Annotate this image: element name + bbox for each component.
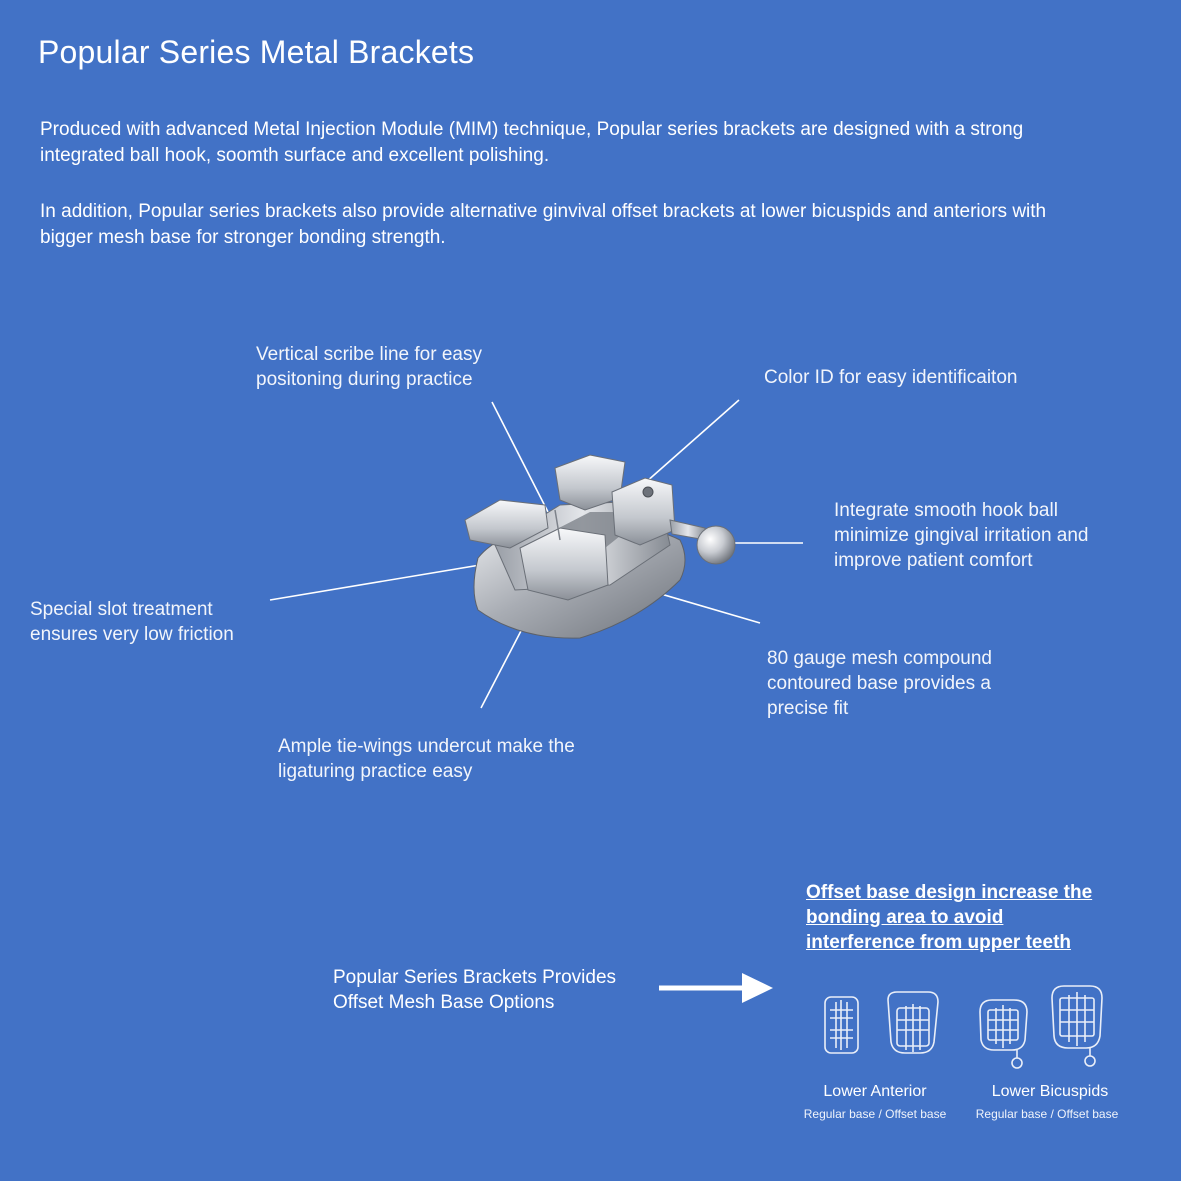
- offset-heading: Offset base design increase the bonding …: [806, 882, 1093, 953]
- offset-base-icons: [824, 985, 1103, 1069]
- offset-provides-text: Popular Series Brackets Provides Offset …: [333, 967, 617, 1013]
- page-title: Popular Series Metal Brackets: [38, 34, 475, 70]
- group-label-lower-bicuspids: Lower Bicuspids: [991, 1083, 1109, 1100]
- lower-bicuspid-offset-icon: [1051, 985, 1103, 1067]
- scribe-line: [554, 509, 561, 541]
- color-id-hole: [642, 486, 654, 498]
- group-sub-lower-anterior: Regular base / Offset base: [803, 1107, 947, 1121]
- leader-lines: [269, 399, 803, 709]
- intro-paragraph-1: Produced with advanced Metal Injection M…: [40, 119, 1024, 166]
- tie-wing-front-left: [519, 527, 609, 601]
- callout-mesh-base: 80 gauge mesh compound contoured base pr…: [767, 648, 992, 719]
- intro-paragraph-2: In addition, Popular series brackets als…: [40, 201, 1047, 248]
- leader-line-color-id: [636, 399, 740, 491]
- bracket-illustration: [464, 454, 736, 639]
- lower-anterior-regular-icon: [824, 996, 859, 1054]
- hook-ball: [696, 525, 736, 565]
- group-label-lower-anterior: Lower Anterior: [823, 1083, 927, 1100]
- lower-bicuspid-regular-icon: [979, 999, 1028, 1069]
- callout-tie-wings: Ample tie-wings undercut make the ligatu…: [278, 736, 575, 782]
- leader-line-scribe: [491, 401, 549, 513]
- callout-slot-treatment: Special slot treatment ensures very low …: [30, 599, 234, 645]
- callout-scribe-line: Vertical scribe line for easy positoning…: [256, 344, 482, 390]
- arrow-right-icon: [659, 973, 773, 1003]
- lower-anterior-offset-icon: [887, 991, 939, 1054]
- tie-wing-back-left: [464, 499, 549, 549]
- callout-hook-ball: Integrate smooth hook ball minimize ging…: [834, 500, 1089, 571]
- leader-line-slot: [269, 559, 511, 601]
- group-sub-lower-bicuspids: Regular base / Offset base: [975, 1107, 1119, 1121]
- callout-color-id: Color ID for easy identificaiton: [764, 367, 1018, 388]
